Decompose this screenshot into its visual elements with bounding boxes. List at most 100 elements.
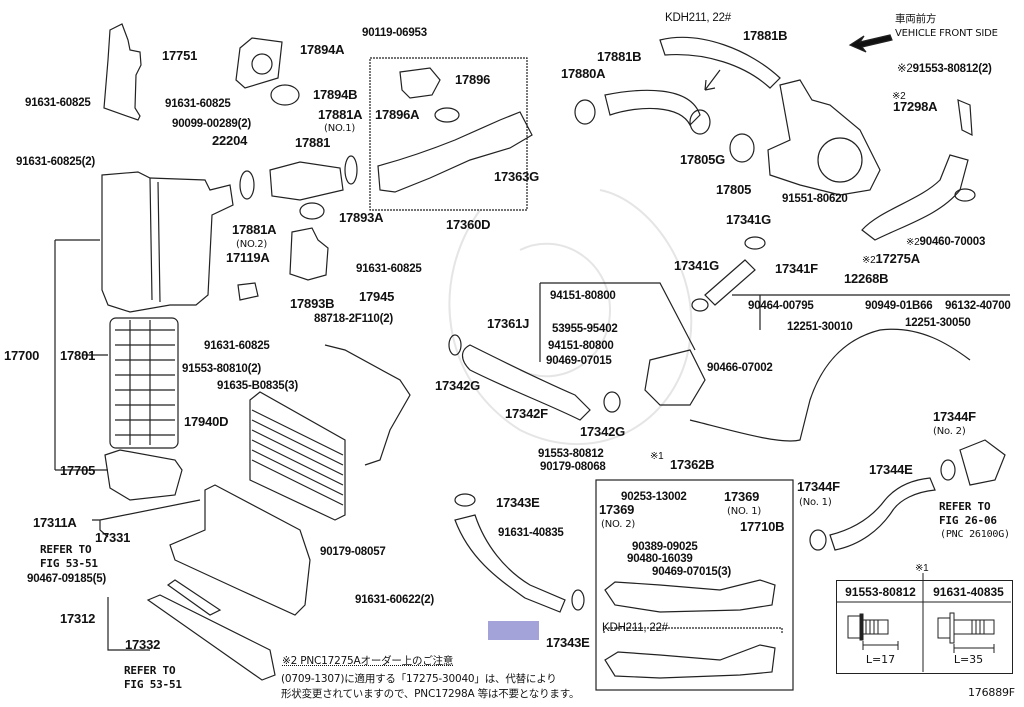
part-label-17331[interactable]: 17331 (95, 530, 131, 545)
part-label-17801[interactable]: 17801 (60, 348, 96, 363)
part-label-90466-07002[interactable]: 90466-07002 (707, 362, 773, 374)
part-label-17344F-no2[interactable]: 17344F (933, 409, 976, 424)
part-17344E-hose (829, 477, 936, 551)
part-label-17362B[interactable]: 17362B (670, 457, 715, 472)
part-label-17311A[interactable]: 17311A (33, 515, 77, 530)
part-label-90179-08057[interactable]: 90179-08057 (320, 546, 386, 558)
part-label-17805[interactable]: 17805 (716, 182, 752, 197)
part-label-17700[interactable]: 17700 (4, 348, 40, 363)
part-label-17119A[interactable]: 17119A (226, 250, 270, 265)
bolt-table-header-1[interactable]: 91553-80812 (845, 585, 916, 599)
part-label-91553-80812-2[interactable]: ※291553-80812(2) (897, 62, 992, 76)
part-label-91631-60825[interactable]: 91631-60825 (356, 263, 422, 275)
part-label-17342G[interactable]: 17342G (435, 378, 481, 393)
bolt-length-table: 91553-80812 91631-40835 L=17 L=35 (836, 580, 1013, 674)
part-label-17894A[interactable]: 17894A (300, 42, 345, 57)
part-label-12268B[interactable]: 12268B (844, 271, 889, 286)
part-label-12251-30050[interactable]: 12251-30050 (905, 317, 971, 329)
part-label-91631-40835[interactable]: 91631-40835 (498, 527, 564, 539)
notice-title: ※2 PNC17275Aオーダー上のご注意 (282, 655, 454, 667)
part-label-17341G[interactable]: 17341G (674, 258, 720, 273)
part-label-12251-30010[interactable]: 12251-30010 (787, 321, 853, 333)
part-label-17343E[interactable]: 17343E (546, 635, 590, 650)
part-label-91631-60825-2[interactable]: 91631-60825(2) (16, 156, 96, 168)
part-label-17361J[interactable]: 17361J (487, 316, 530, 331)
part-label-90179-08068[interactable]: 90179-08068 (540, 461, 606, 473)
part-label-17805G[interactable]: 17805G (680, 152, 726, 167)
part-label-17341G[interactable]: 17341G (726, 212, 772, 227)
bolt-table-header-2[interactable]: 91631-40835 (933, 585, 1004, 599)
part-label-17341F[interactable]: 17341F (775, 261, 818, 276)
part-label-17332[interactable]: 17332 (125, 637, 161, 652)
part-label-17312[interactable]: 17312 (60, 611, 96, 626)
part-label-90469-07015-3[interactable]: 90469-07015(3) (652, 566, 732, 578)
reference-fig-53-51-line1[interactable]: REFER TO (40, 543, 92, 556)
part-label-91631-60825[interactable]: 91631-60825 (25, 97, 91, 109)
part-label-17880A[interactable]: 17880A (561, 66, 606, 81)
reference-fig-53-51-line2[interactable]: FIG 53-51 (124, 678, 182, 691)
part-label-91551-80620[interactable]: 91551-80620 (782, 193, 848, 205)
part-label-17940D[interactable]: 17940D (184, 414, 229, 429)
part-17945-bracket (324, 344, 411, 466)
part-label-17881B[interactable]: 17881B (743, 28, 788, 43)
part-label-17896[interactable]: 17896 (455, 72, 491, 87)
part-label-17705[interactable]: 17705 (60, 463, 96, 478)
part-label-88718-2F110[interactable]: 88718-2F110(2) (314, 313, 394, 325)
part-label-17342G[interactable]: 17342G (580, 424, 626, 439)
part-label-17945[interactable]: 17945 (359, 289, 395, 304)
part-label-90119-06953[interactable]: 90119-06953 (362, 27, 427, 39)
reference-fig-53-51-line1[interactable]: REFER TO (124, 664, 176, 677)
part-label-17896A[interactable]: 17896A (375, 107, 420, 122)
part-label-17881[interactable]: 17881 (295, 135, 331, 150)
part-label-17275A[interactable]: ※217275A (862, 252, 920, 268)
notice-line-1: (0709-1307)に適用する「17275-30040」は、代替により (281, 673, 557, 685)
reference-fig-26-06-line1[interactable]: REFER TO (939, 500, 991, 513)
part-label-17881A-no1[interactable]: 17881A (318, 107, 363, 122)
part-label-91553-80810[interactable]: 91553-80810(2) (182, 363, 262, 375)
part-label-17881A-no2[interactable]: 17881A (232, 222, 277, 237)
part-label-17342F[interactable]: 17342F (505, 406, 548, 421)
part-label-17881B[interactable]: 17881B (597, 49, 642, 64)
part-label-91635-B0835[interactable]: 91635-B0835(3) (217, 380, 298, 392)
part-label-90099-00289[interactable]: 90099-00289(2) (172, 118, 252, 130)
notice-line-2: 形状変更されていますので、PNC17298A 等は不要となります。 (281, 688, 580, 700)
part-label-94151-80800[interactable]: 94151-80800 (548, 340, 614, 352)
part-label-17298A[interactable]: 17298A (893, 99, 938, 114)
part-label-17363G[interactable]: 17363G (494, 169, 540, 184)
part-label-90480-16039[interactable]: 90480-16039 (627, 553, 693, 565)
part-label-90460-70003[interactable]: ※290460-70003 (906, 235, 985, 250)
part-label-91631-60622[interactable]: 91631-60622(2) (355, 594, 435, 606)
part-label-90389-09025[interactable]: 90389-09025 (632, 541, 698, 553)
reference-fig-53-51-line2[interactable]: FIG 53-51 (40, 557, 98, 570)
part-label-90253-13002[interactable]: 90253-13002 (621, 491, 687, 503)
part-label-17894B[interactable]: 17894B (313, 87, 358, 102)
part-label-17369-no1[interactable]: 17369 (724, 489, 760, 504)
model-group-label: KDH211, 22# (665, 12, 731, 24)
part-label-17751[interactable]: 17751 (162, 48, 198, 63)
part-17342F-shape (461, 344, 591, 421)
part-label-91631-60825[interactable]: 91631-60825 (204, 340, 270, 352)
part-label-17344F-no1[interactable]: 17344F (797, 479, 840, 494)
part-label-90949-01B66[interactable]: 90949-01B66 (865, 300, 933, 312)
part-label-17893A[interactable]: 17893A (339, 210, 384, 225)
part-label-53955-95402[interactable]: 53955-95402 (552, 323, 618, 335)
part-label-91553-80812[interactable]: 91553-80812 (538, 448, 604, 460)
part-label-22204[interactable]: 22204 (212, 133, 248, 148)
part-label-17710B[interactable]: 17710B (740, 519, 785, 534)
part-label-94151-80800[interactable]: 94151-80800 (550, 290, 616, 302)
part-label-17369-no2[interactable]: 17369 (599, 502, 635, 517)
part-label-17343E[interactable]: 17343E (496, 495, 540, 510)
part-label-17893B[interactable]: 17893B (290, 296, 335, 311)
part-17362B-pipe (604, 579, 776, 613)
part-label-91631-60825[interactable]: 91631-60825 (165, 98, 231, 110)
reference-fig-26-06-line2[interactable]: FIG 26-06 (939, 514, 997, 527)
part-label-17360D[interactable]: 17360D (446, 217, 491, 232)
part-label-90464-00795[interactable]: 90464-00795 (748, 300, 814, 312)
part-number: 90460-70003 (919, 236, 986, 248)
intake-pipe-box (595, 479, 794, 691)
part-label-17344E[interactable]: 17344E (869, 462, 913, 477)
highlighted-callout-box[interactable] (488, 621, 539, 640)
part-label-90469-07015[interactable]: 90469-07015 (546, 355, 612, 367)
part-label-90467-09185[interactable]: 90467-09185(5) (27, 573, 107, 585)
part-label-96132-40700[interactable]: 96132-40700 (945, 300, 1011, 312)
